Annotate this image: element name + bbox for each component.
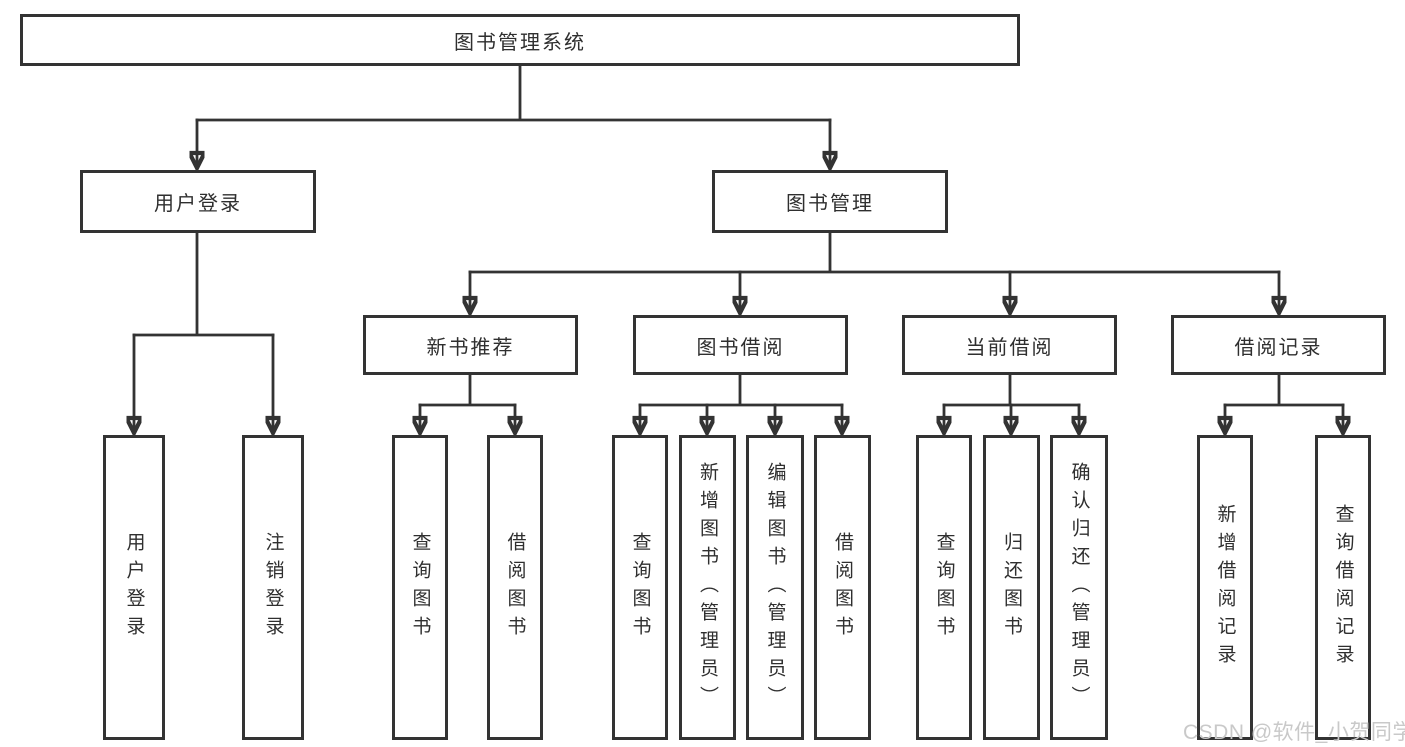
leaf-query-books-recommend-label: 查询图书	[409, 531, 431, 644]
leaf-add-books-admin-label: 新增图书（管理员）	[697, 461, 718, 714]
node-user-login: 用户登录	[80, 170, 316, 233]
leaf-logout: 注销登录	[242, 435, 304, 740]
leaf-confirm-return-admin: 确认归还（管理员）	[1050, 435, 1108, 740]
leaf-return-books: 归还图书	[983, 435, 1040, 740]
leaf-query-books-current: 查询图书	[916, 435, 972, 740]
node-current-borrow: 当前借阅	[902, 315, 1117, 375]
node-borrow-records: 借阅记录	[1171, 315, 1386, 375]
leaf-borrow-books-label: 借阅图书	[832, 531, 853, 644]
leaf-logout-label: 注销登录	[262, 531, 284, 644]
leaf-return-books-label: 归还图书	[1001, 531, 1022, 644]
leaf-add-books-admin: 新增图书（管理员）	[679, 435, 736, 740]
leaf-borrow-books-recommend-label: 借阅图书	[504, 531, 526, 644]
leaf-confirm-return-admin-label: 确认归还（管理员）	[1068, 461, 1090, 714]
leaf-user-login-label: 用户登录	[123, 531, 145, 644]
leaf-add-borrow-record: 新增借阅记录	[1197, 435, 1253, 740]
leaf-add-borrow-record-label: 新增借阅记录	[1214, 503, 1236, 672]
node-new-book-recommend: 新书推荐	[363, 315, 578, 375]
leaf-borrow-books-recommend: 借阅图书	[487, 435, 543, 740]
node-book-borrow: 图书借阅	[633, 315, 848, 375]
node-root: 图书管理系统	[20, 14, 1020, 66]
leaf-user-login: 用户登录	[103, 435, 165, 740]
leaf-edit-books-admin-label: 编辑图书（管理员）	[764, 461, 786, 714]
leaf-edit-books-admin: 编辑图书（管理员）	[746, 435, 804, 740]
leaf-borrow-books: 借阅图书	[814, 435, 871, 740]
leaf-query-books-borrow-label: 查询图书	[629, 531, 651, 644]
leaf-query-books-recommend: 查询图书	[392, 435, 448, 740]
leaf-query-books-borrow: 查询图书	[612, 435, 668, 740]
node-book-management: 图书管理	[712, 170, 948, 233]
leaf-query-books-current-label: 查询图书	[933, 531, 955, 644]
leaf-query-borrow-record: 查询借阅记录	[1315, 435, 1371, 740]
leaf-query-borrow-record-label: 查询借阅记录	[1332, 503, 1354, 672]
